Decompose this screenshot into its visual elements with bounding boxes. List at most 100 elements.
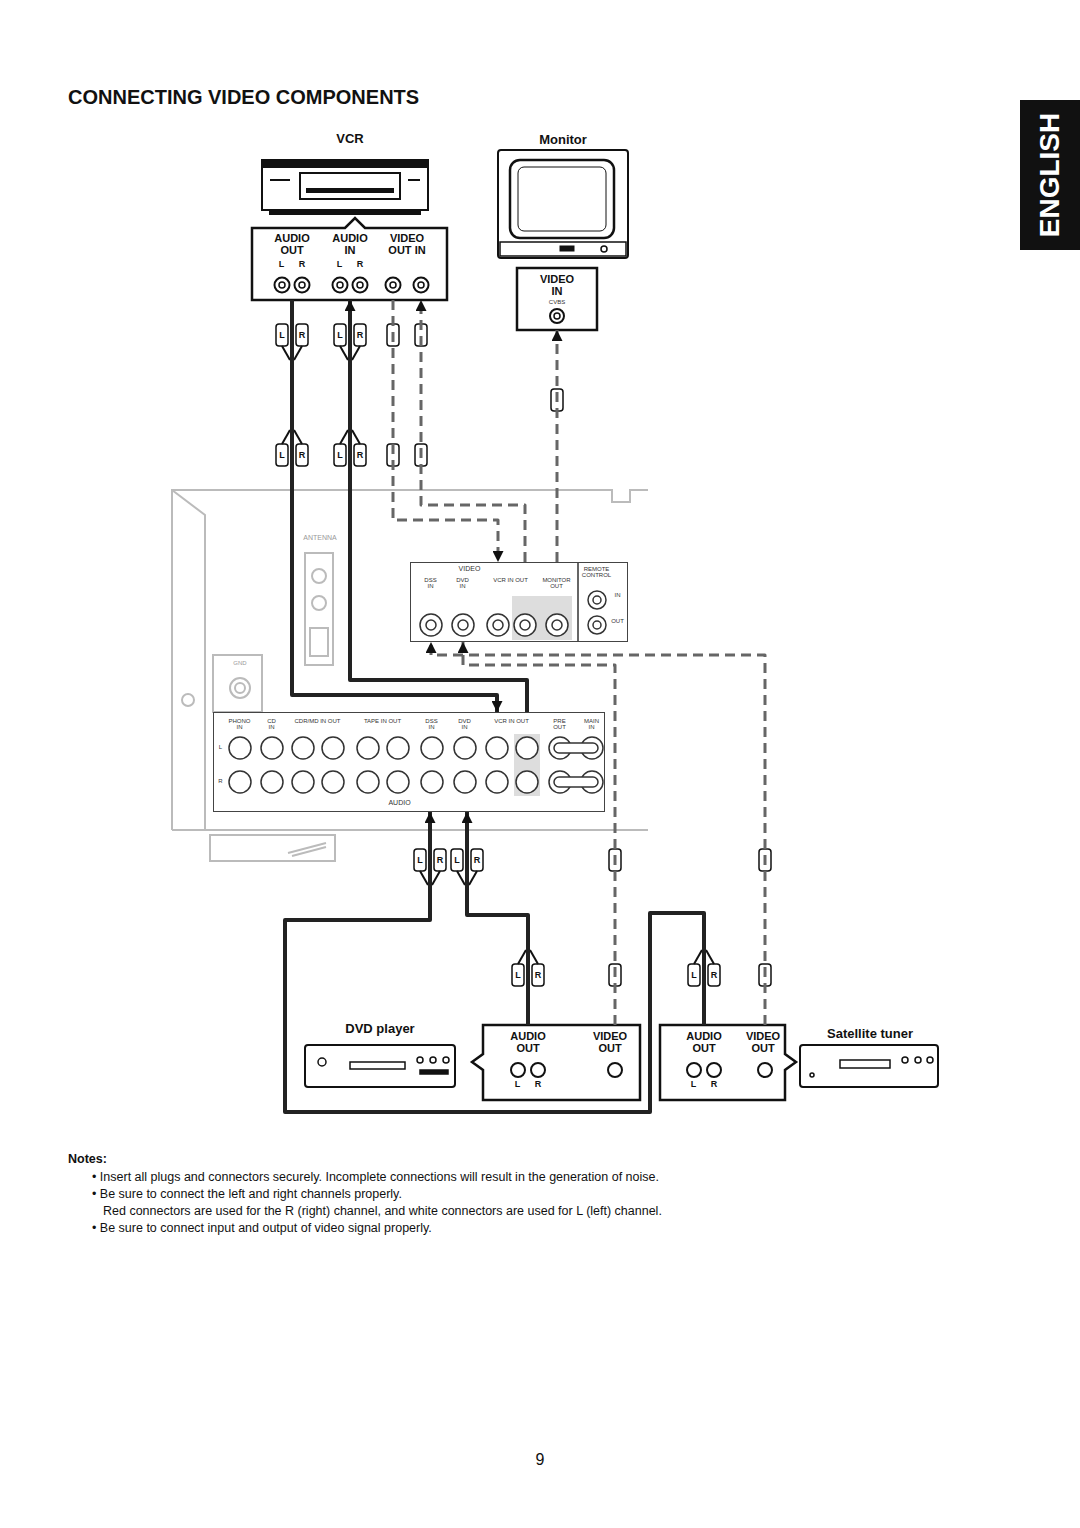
- rca-plug: [512, 964, 524, 986]
- cable-branch: [282, 346, 290, 360]
- receiver-outline: [172, 490, 648, 861]
- jack-label: L R: [506, 1080, 550, 1089]
- video-jack-panel: VIDEODSS INDVD INVCR IN OUTMONITOR OUTRE…: [410, 562, 628, 642]
- dvd-player-illustration: [318, 1058, 326, 1066]
- satellite-tuner-illustration: [915, 1057, 921, 1063]
- audio-jacks: [516, 737, 538, 759]
- jack-label: VIDEO: [450, 565, 490, 572]
- monitor-illustration: [601, 246, 607, 252]
- receiver-outline: [210, 835, 335, 861]
- audio-jacks: [229, 771, 251, 793]
- device-heading: VCR: [310, 132, 390, 146]
- audio-jacks: [486, 737, 508, 759]
- jack-label: AUDIO OUT: [682, 1031, 726, 1054]
- vcr-jack-panel-outline: [337, 282, 343, 288]
- video-cable: [556, 330, 559, 562]
- vcr-illustration: [300, 173, 400, 199]
- vcr-illustration: [270, 210, 420, 214]
- audio-jacks: [554, 777, 598, 787]
- jack-label: VCR IN OUT: [489, 577, 533, 583]
- device-heading: DVD player: [330, 1022, 430, 1036]
- receiver-outline: [230, 678, 250, 698]
- video-jacks: [593, 621, 601, 629]
- monitor-jack-panel-outline: [550, 309, 564, 323]
- vcr-illustration: [262, 160, 428, 214]
- vcr-jack-panel-outline: [390, 282, 396, 288]
- audio-jacks: [322, 737, 344, 759]
- cable-branch: [530, 950, 538, 964]
- cable-branch: [352, 346, 360, 360]
- dvd-jack-panel-outline: [472, 1025, 640, 1100]
- vcr-jack-panel-outline: [279, 282, 285, 288]
- receiver-outline: [305, 553, 333, 665]
- plug-letter: L: [279, 450, 285, 461]
- dvd-player-illustration: [305, 1045, 455, 1087]
- vcr-jack-panel-outline: [357, 282, 363, 288]
- english-tab: [1020, 100, 1080, 250]
- receiver-outline: [182, 694, 194, 706]
- jack-label: TAPE IN OUT: [358, 718, 408, 724]
- rca-plug: [414, 849, 426, 871]
- jack-label: DVD IN: [457, 718, 473, 731]
- page-number: 9: [536, 1450, 545, 1469]
- video-cable: [421, 300, 525, 562]
- cable-branch: [469, 871, 477, 885]
- vcr-jack-panel-outline: [252, 218, 447, 300]
- plug-letter: R: [357, 450, 364, 461]
- video-jacks: [512, 596, 572, 640]
- jack-label: REMOTE CONTROL: [580, 566, 614, 579]
- satellite-tuner-illustration: [810, 1073, 814, 1077]
- satellite-tuner-illustration: [800, 1045, 938, 1087]
- tuner-jack-panel: Satellite tunerAUDIO OUTVIDEO OUTL R: [660, 1025, 785, 1100]
- receiver-outline: [172, 490, 648, 830]
- vcr-jack-panel-outline: [386, 278, 401, 293]
- jack-label: L R: [270, 260, 314, 269]
- vcr-jack-panel-outline: [353, 278, 368, 293]
- vcr-illustration: [270, 179, 290, 181]
- tuner-jack-panel-outline: [687, 1063, 701, 1077]
- audio-jacks: [322, 771, 344, 793]
- jack-label: R: [217, 778, 225, 784]
- dvd-player-illustration: [420, 1070, 448, 1074]
- jack-label: CDR/MD IN OUT: [288, 718, 348, 724]
- audio-jacks: [421, 771, 443, 793]
- jack-label: GND: [225, 660, 255, 666]
- jack-label: AUDIO OUT: [270, 233, 314, 256]
- jack-label: L R: [328, 260, 372, 269]
- video-jacks: [520, 620, 530, 630]
- vcr-jack-panel-outline: [414, 278, 429, 293]
- rca-plug: [334, 444, 346, 466]
- rca-plug: [296, 324, 308, 346]
- plug-letter: L: [279, 330, 285, 341]
- monitor-illustration: [498, 150, 628, 258]
- dvd-jack-panel-outline: [531, 1063, 545, 1077]
- cable-branch: [694, 950, 702, 964]
- plug-letter: R: [711, 970, 718, 981]
- vcr-jack-panel-outline: [418, 282, 424, 288]
- cable-branch: [294, 430, 302, 444]
- monitor-illustration: [518, 167, 606, 231]
- vcr-jack-panel-outline: [295, 278, 310, 293]
- video-cable: [431, 642, 765, 1025]
- plug-letter: L: [417, 855, 423, 866]
- audio-jacks: [387, 771, 409, 793]
- dvd-jack-panel-outline: [608, 1063, 622, 1077]
- audio-jacks: [229, 734, 603, 796]
- cable-branch: [352, 430, 360, 444]
- jack-label: AUDIO OUT: [506, 1031, 550, 1054]
- cable-branch: [432, 871, 440, 885]
- jack-label: VCR IN OUT: [490, 718, 534, 724]
- cable-branch: [420, 871, 428, 885]
- cable-branch: [457, 871, 465, 885]
- plug-letter: L: [515, 970, 521, 981]
- page-title: CONNECTING VIDEO COMPONENTS: [68, 86, 419, 109]
- cable-branch: [282, 430, 290, 444]
- audio-jacks: [554, 743, 598, 753]
- audio-jacks: [514, 734, 540, 796]
- audio-jacks: [357, 737, 379, 759]
- receiver-outline: [235, 683, 245, 693]
- rca-plug: [451, 849, 463, 871]
- cable-branch: [706, 950, 714, 964]
- rca-plug: [688, 964, 700, 986]
